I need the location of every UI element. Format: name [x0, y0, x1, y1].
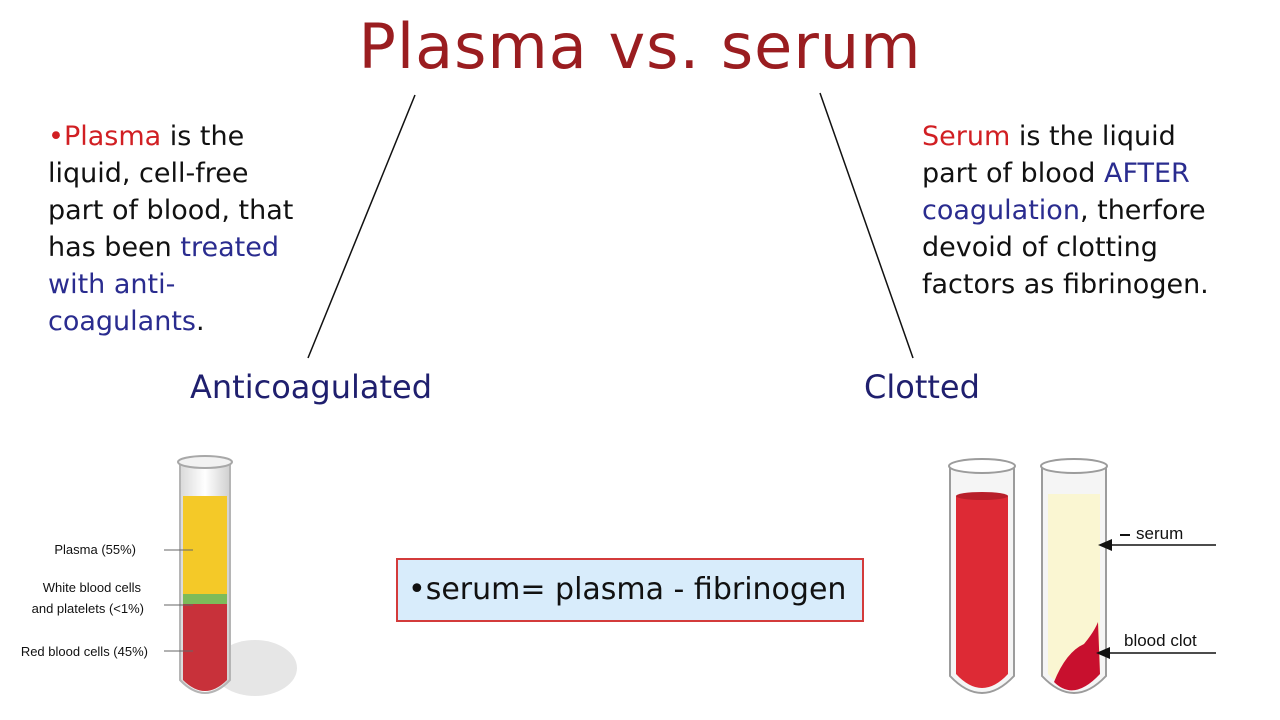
plasma-def-period: .	[195, 306, 205, 337]
bullet: •	[48, 121, 64, 152]
whole-blood-fill	[956, 496, 1008, 688]
wbc-label-line2: and platelets (<1%)	[31, 601, 144, 616]
anticoagulated-tube	[164, 455, 297, 696]
serum-def-line5: factors as fibrinogen.	[922, 269, 1209, 300]
serum-clot-tube	[1040, 458, 1108, 694]
anticoagulated-heading: Anticoagulated	[190, 368, 433, 406]
clotted-heading: Clotted	[864, 368, 980, 406]
clot-arrowhead	[1096, 647, 1110, 659]
plasma-def-line4: has been	[48, 232, 181, 263]
serum-def-coagulation: coagulation	[922, 195, 1080, 226]
serum-label: serum	[1136, 524, 1184, 543]
tube-rim	[177, 455, 233, 469]
plasma-def-line3: part of blood, that	[48, 195, 294, 226]
right-connector-line	[819, 92, 914, 359]
plasma-label: Plasma (55%)	[54, 542, 136, 557]
formula-box: •serum= plasma - fibrinogen	[396, 558, 864, 622]
serum-def-line4: devoid of clotting	[922, 232, 1158, 263]
plasma-layer	[183, 496, 227, 594]
plasma-definition: •Plasma is the liquid, cell-free part of…	[48, 118, 338, 340]
tube-shadow	[213, 640, 297, 696]
serum-def-line3: , therfore	[1079, 195, 1206, 226]
blood-clot-label: blood clot	[1124, 631, 1197, 650]
red-blood-cells-layer	[183, 602, 227, 691]
serum-arrowhead	[1098, 539, 1112, 551]
page-title: Plasma vs. serum	[358, 10, 922, 83]
serum-fill	[1048, 494, 1100, 688]
serum-def-line1: is the liquid	[1010, 121, 1176, 152]
rbc-label: Red blood cells (45%)	[20, 644, 148, 659]
plasma-term: Plasma	[63, 121, 162, 152]
plasma-def-line5: with anti-	[48, 269, 176, 300]
serum-def-line2: part of blood	[922, 158, 1104, 189]
serum-def-after: AFTER	[1103, 158, 1190, 189]
plasma-def-treated: treated	[180, 232, 279, 263]
plasma-def-line6: coagulants	[48, 306, 196, 337]
plasma-def-line2: liquid, cell-free	[48, 158, 249, 189]
whole-blood-tube	[948, 458, 1016, 694]
serum-term: Serum	[922, 121, 1011, 152]
wbc-label-line1: White blood cells	[42, 580, 141, 595]
blood-clot	[1054, 622, 1100, 691]
plasma-def-line1: is the	[161, 121, 245, 152]
serum-definition: Serum is the liquid part of blood AFTER …	[922, 118, 1262, 303]
buffy-coat-layer	[183, 594, 227, 604]
left-connector-line	[307, 94, 416, 359]
